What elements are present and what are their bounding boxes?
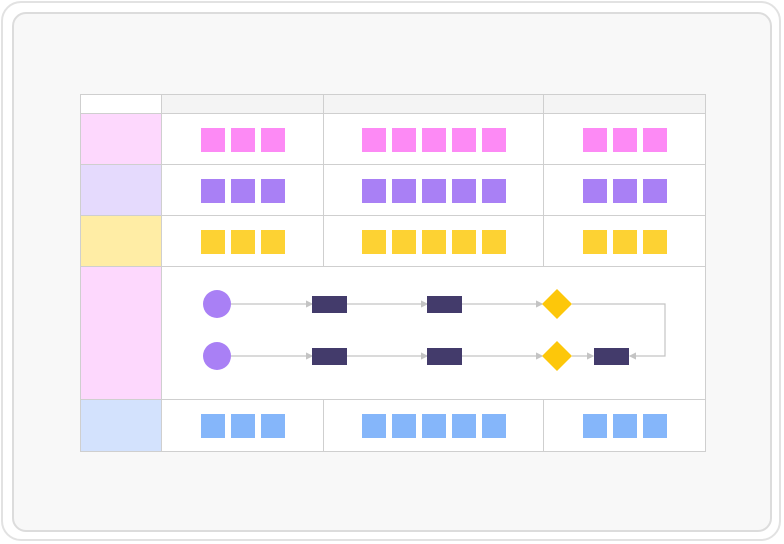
process-node[interactable] [312,348,347,365]
sticky-note[interactable] [362,414,386,438]
sticky-note[interactable] [452,178,476,203]
start-node[interactable] [203,342,231,370]
lane-3-column-1-cell [162,216,324,267]
sticky-note[interactable] [482,229,506,254]
sticky-note[interactable] [613,127,637,152]
sticky-note[interactable] [201,127,225,152]
sticky-note[interactable] [362,127,386,152]
lane-label-5 [80,400,162,452]
sticky-note[interactable] [482,127,506,152]
lane-3-column-2-cell [324,216,544,267]
process-node[interactable] [594,348,629,365]
sticky-note[interactable] [231,414,255,438]
sticky-note[interactable] [422,414,446,438]
process-node[interactable] [312,296,347,313]
lane-2-column-2-cell [324,165,544,216]
lane-label-1 [80,114,162,165]
sticky-note[interactable] [613,229,637,254]
loop-connector [572,303,666,360]
board-corner-cell [80,94,162,114]
process-flow [203,289,666,371]
sticky-note[interactable] [583,414,607,438]
decision-node[interactable] [542,341,572,371]
sticky-note[interactable] [231,229,255,254]
process-node[interactable] [427,348,462,365]
sticky-note[interactable] [261,178,285,203]
sticky-note[interactable] [613,414,637,438]
lane-2-column-1-cell [162,165,324,216]
sticky-note[interactable] [231,127,255,152]
swimlane-board [80,94,706,452]
sticky-note[interactable] [201,414,225,438]
sticky-note[interactable] [362,178,386,203]
lane-1-column-1-cell [162,114,324,165]
sticky-note[interactable] [482,178,506,203]
sticky-note[interactable] [362,229,386,254]
sticky-note[interactable] [583,178,607,203]
sticky-note[interactable] [422,178,446,203]
sticky-note[interactable] [392,178,416,203]
sticky-note[interactable] [613,178,637,203]
sticky-note[interactable] [422,127,446,152]
column-header-1 [162,94,324,114]
sticky-note[interactable] [392,229,416,254]
sticky-note[interactable] [201,229,225,254]
sticky-note[interactable] [201,178,225,203]
sticky-note[interactable] [482,414,506,438]
sticky-note[interactable] [261,229,285,254]
sticky-note[interactable] [643,178,667,203]
sticky-note[interactable] [583,127,607,152]
sticky-note[interactable] [643,229,667,254]
sticky-note[interactable] [261,127,285,152]
column-header-2 [324,94,544,114]
sticky-note[interactable] [643,127,667,152]
sticky-note[interactable] [583,229,607,254]
start-node[interactable] [203,290,231,318]
sticky-note[interactable] [422,229,446,254]
sticky-note[interactable] [392,414,416,438]
sticky-note[interactable] [452,127,476,152]
sticky-note[interactable] [452,414,476,438]
lane-label-2 [80,165,162,216]
sticky-note[interactable] [231,178,255,203]
process-node[interactable] [427,296,462,313]
sticky-note[interactable] [643,414,667,438]
lane-label-4 [80,267,162,400]
sticky-note[interactable] [452,229,476,254]
sticky-note[interactable] [392,127,416,152]
decision-node[interactable] [542,289,572,319]
sticky-note[interactable] [261,414,285,438]
lane-1-column-2-cell [324,114,544,165]
lane-label-3 [80,216,162,267]
